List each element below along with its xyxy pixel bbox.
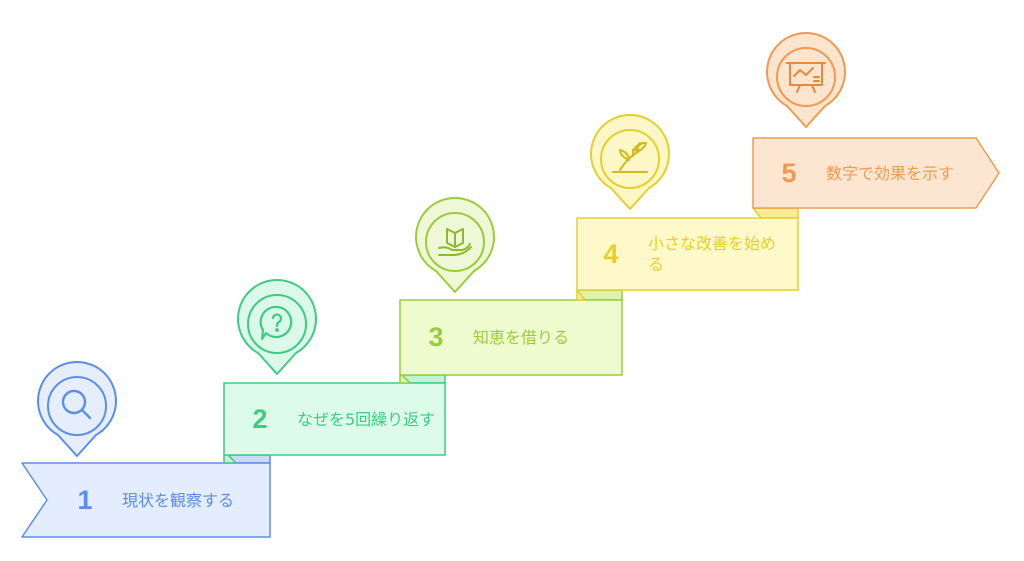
step-5-shape (752, 137, 1000, 209)
step-4-fold (752, 207, 799, 219)
step-2 (223, 278, 446, 464)
magnifier-icon (61, 389, 92, 420)
book-in-hand-icon (438, 228, 472, 256)
step-5-label: 5 数字で効果を示す (774, 138, 979, 208)
step-4-pin (590, 113, 670, 210)
step-5-text: 数字で効果を示す (826, 163, 955, 183)
step-4-number: 4 (603, 238, 619, 269)
step-1-number: 1 (77, 484, 93, 515)
step-4-fold-lower (576, 289, 586, 301)
step-1-label: 1 現状を観察する (70, 463, 268, 537)
step-2-number: 2 (252, 403, 268, 434)
step-3-label: 3 知恵を借りる (421, 300, 619, 375)
step-1-text: 現状を観察する (122, 490, 235, 510)
step-5-number: 5 (781, 157, 797, 188)
step-3-shape (399, 299, 623, 376)
presentation-chart-icon (786, 62, 826, 93)
step-4-text: 小さな改善を始める (648, 234, 777, 274)
question-speech-bubble-icon (259, 305, 293, 341)
step-5-pin (766, 31, 846, 128)
step-3-number: 3 (428, 322, 444, 352)
step-3-pin (415, 196, 495, 293)
step-2-shape (223, 382, 446, 456)
step-3 (399, 196, 623, 384)
growing-plant-icon (612, 141, 648, 173)
step-5 (752, 31, 1000, 209)
step-4 (576, 113, 799, 301)
step-2-text: なぜを5回繰り返す (297, 409, 436, 429)
step-2-label: 2 なぜを5回繰り返す (245, 383, 443, 455)
step-3-text: 知恵を借りる (473, 328, 570, 347)
step-1-pin (37, 360, 117, 457)
step-1 (21, 360, 271, 538)
step-4-shape (576, 217, 799, 291)
step-2-pin (237, 278, 317, 375)
step-4-label: 4 小さな改善を始める (596, 218, 794, 290)
